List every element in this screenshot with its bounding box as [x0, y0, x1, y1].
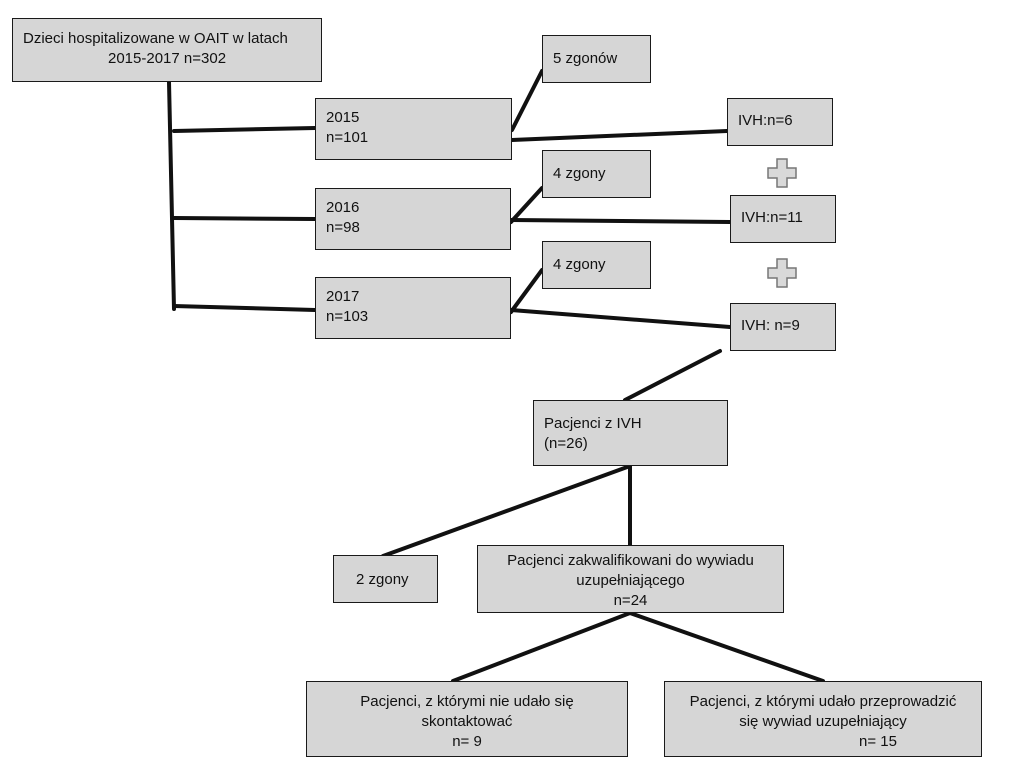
qualified-line-3: n=24 [613, 592, 648, 609]
line-2017-ivh [509, 308, 732, 329]
not-contacted-line-1: Pacjenci, z którymi nie udało się [360, 693, 574, 710]
deaths-ivh-label: 2 zgony [356, 571, 409, 588]
ivh-2015-label: IVH:n=6 [738, 112, 793, 129]
ivh-total-title: Pacjenci z IVH [544, 415, 642, 432]
deaths-2016-box: 4 zgony [542, 150, 651, 198]
branch-2017 [172, 304, 317, 312]
ivh-2017-label: IVH: n=9 [741, 317, 800, 334]
qualified-line-1: Pacjenci zakwalifikowani do wywiadu [507, 552, 754, 569]
ivh-total-count: (n=26) [544, 435, 588, 452]
interviewed-line-3: n= 15 [859, 733, 897, 750]
deaths-2015-label: 5 zgonów [553, 50, 618, 67]
interviewed-line-2: się wywiad uzupełniający [739, 713, 907, 730]
box-2017-year: 2017 [326, 288, 360, 305]
ivh-2016-box: IVH:n=11 [730, 195, 836, 243]
branch-2016 [172, 216, 317, 221]
root-line-1: Dzieci hospitalizowane w OAIT w latach [23, 30, 288, 47]
box-2015-year: 2015 [326, 109, 360, 126]
root-line-2: 2015-2017 n=302 [108, 50, 227, 67]
box-2015: 2015 n=101 [315, 98, 512, 160]
qualified-box: Pacjenci zakwalifikowani do wywiadu uzup… [477, 545, 784, 613]
line-2016-deaths [509, 186, 544, 224]
line-2015-deaths [510, 69, 544, 132]
plus-icon [767, 258, 797, 288]
plus-icon [767, 158, 797, 188]
box-2017: 2017 n=103 [315, 277, 511, 339]
deaths-2017-label: 4 zgony [553, 256, 606, 273]
line-2017-deaths [509, 268, 544, 314]
line-2016-ivh [509, 218, 732, 224]
box-2016-count: n=98 [326, 219, 360, 236]
line-not-contacted [451, 611, 632, 683]
interviewed-line-1: Pacjenci, z którymi udało przeprowadzić [689, 693, 957, 710]
deaths-ivh-box: 2 zgony [333, 555, 438, 603]
box-2016: 2016 n=98 [315, 188, 511, 250]
box-2016-year: 2016 [326, 199, 360, 216]
not-contacted-box: Pacjenci, z którymi nie udało się skonta… [306, 681, 628, 757]
trunk-line [167, 80, 176, 311]
deaths-2015-box: 5 zgonów [542, 35, 651, 83]
interviewed-box: Pacjenci, z którymi udało przeprowadzić … [664, 681, 982, 757]
qualified-line-2: uzupełniającego [576, 572, 685, 589]
branch-2015 [172, 126, 317, 133]
box-2015-count: n=101 [326, 129, 369, 146]
box-2017-count: n=103 [326, 308, 369, 325]
ivh-2015-box: IVH:n=6 [727, 98, 833, 146]
not-contacted-line-3: n= 9 [452, 733, 482, 750]
deaths-2017-box: 4 zgony [542, 241, 651, 289]
deaths-2016-label: 4 zgony [553, 165, 606, 182]
ivh-2016-label: IVH:n=11 [741, 209, 803, 226]
line-2015-ivh [510, 129, 729, 142]
line-ivh-total [623, 349, 722, 402]
not-contacted-line-2: skontaktować [421, 713, 513, 730]
root-box: Dzieci hospitalizowane w OAIT w latach 2… [12, 18, 322, 82]
ivh-total-box: Pacjenci z IVH (n=26) [533, 400, 728, 466]
ivh-2017-box: IVH: n=9 [730, 303, 836, 351]
line-deaths-ivh [381, 464, 632, 558]
line-interviewed [628, 611, 825, 683]
